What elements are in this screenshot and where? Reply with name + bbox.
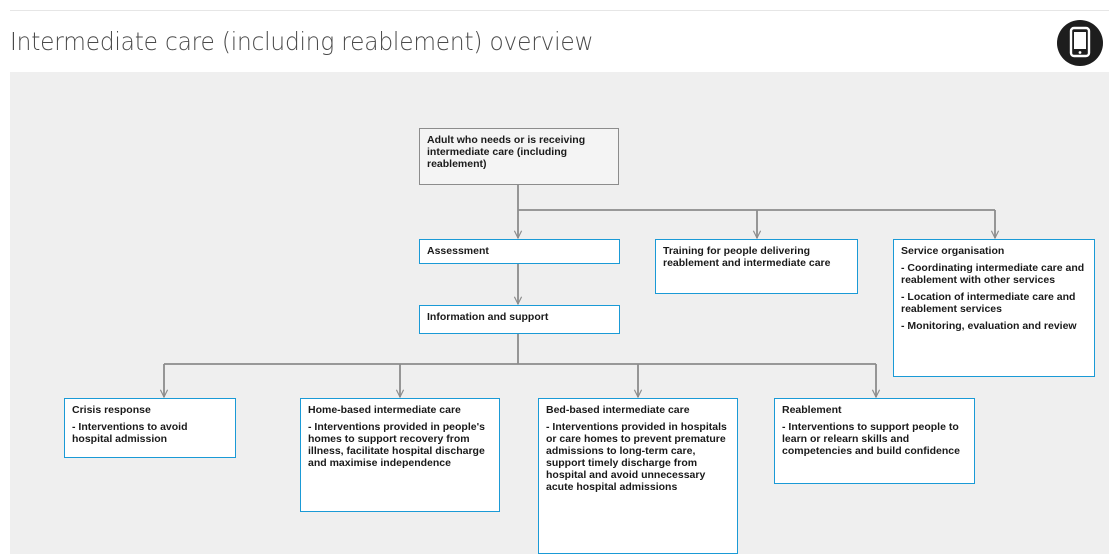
- node-information-support-label: Information and support: [427, 311, 549, 323]
- node-assessment-label: Assessment: [427, 245, 489, 257]
- node-service-organisation-item: - Location of intermediate care and reab…: [901, 291, 1076, 315]
- node-home-based: Home-based intermediate care - Intervent…: [300, 398, 500, 512]
- node-reablement-title: Reablement: [782, 404, 842, 416]
- tablet-icon: [1069, 26, 1091, 58]
- node-information-support: Information and support: [419, 305, 620, 334]
- node-service-organisation: Service organisation - Coordinating inte…: [893, 239, 1095, 377]
- node-home-based-title: Home-based intermediate care: [308, 404, 461, 416]
- page-title: Intermediate care (including reablement)…: [10, 27, 594, 56]
- device-view-button[interactable]: [1057, 20, 1103, 66]
- node-bed-based-title: Bed-based intermediate care: [546, 404, 690, 416]
- node-assessment: Assessment: [419, 239, 620, 264]
- node-service-organisation-item: - Coordinating intermediate care and rea…: [901, 262, 1085, 286]
- node-home-based-item: - Interventions provided in people's hom…: [308, 421, 485, 469]
- node-reablement: Reablement - Interventions to support pe…: [774, 398, 975, 484]
- node-crisis-response-title: Crisis response: [72, 404, 151, 416]
- node-service-organisation-item: - Monitoring, evaluation and review: [901, 320, 1077, 332]
- node-adult-root: Adult who needs or is receiving intermed…: [419, 128, 619, 185]
- node-bed-based: Bed-based intermediate care - Interventi…: [538, 398, 738, 554]
- node-training: Training for people delivering reablemen…: [655, 239, 858, 294]
- node-crisis-response: Crisis response - Interventions to avoid…: [64, 398, 236, 458]
- node-training-label: Training for people delivering reablemen…: [663, 245, 831, 269]
- node-crisis-response-item: - Interventions to avoid hospital admiss…: [72, 421, 188, 445]
- diagram-canvas: Adult who needs or is receiving intermed…: [10, 72, 1109, 554]
- node-bed-based-item: - Interventions provided in hospitals or…: [546, 421, 727, 493]
- diagram-connectors: [10, 185, 1109, 554]
- node-service-organisation-title: Service organisation: [901, 245, 1005, 257]
- node-adult-root-label: Adult who needs or is receiving intermed…: [427, 134, 586, 170]
- node-reablement-item: - Interventions to support people to lea…: [782, 421, 960, 457]
- header-divider: [10, 10, 1109, 11]
